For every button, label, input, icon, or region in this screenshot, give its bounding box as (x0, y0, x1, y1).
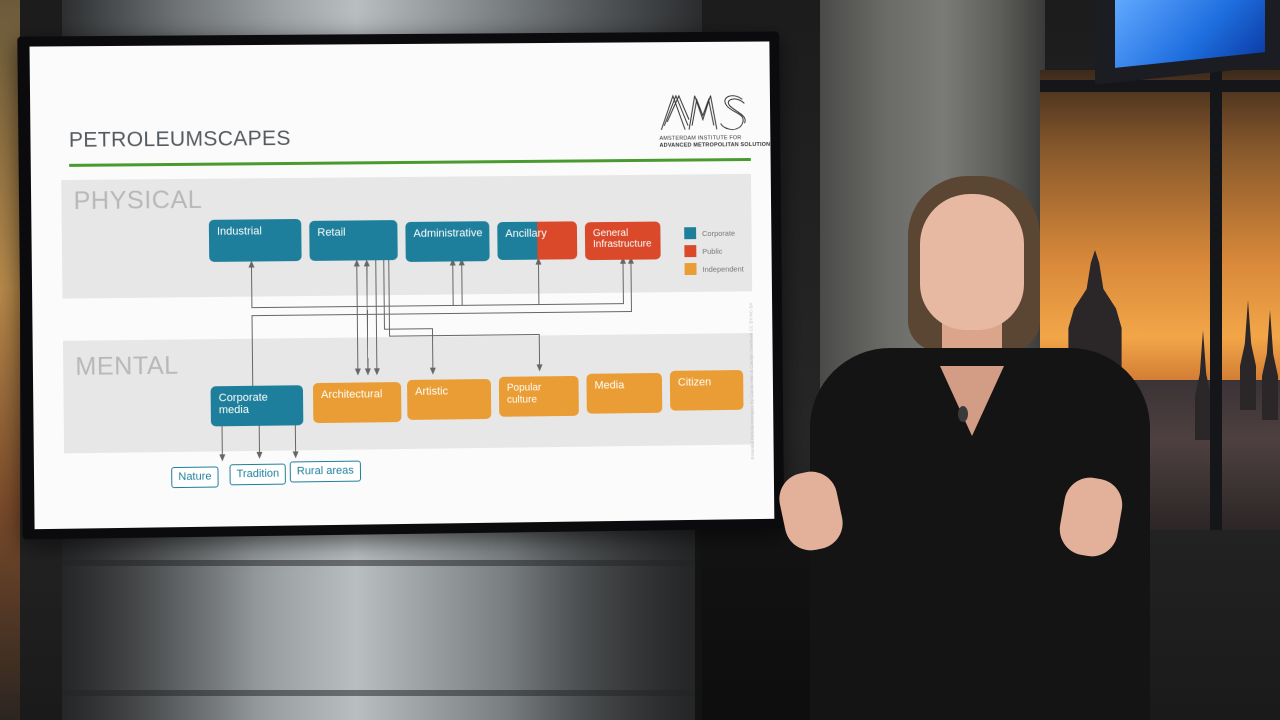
physical-box-industrial: Industrial (208, 218, 302, 262)
sub-box-nature: Nature (171, 466, 219, 489)
pendant-necklace (958, 406, 968, 422)
mental-box-artistic: Artistic (407, 378, 492, 420)
slide: PETROLEUMSCAPES AMSTERDAM INSTITUTE FOR … (29, 41, 775, 530)
physical-box-general-infrastructure: General Infrastructure (584, 221, 661, 261)
monitor: PETROLEUMSCAPES AMSTERDAM INSTITUTE FOR … (17, 31, 785, 540)
mental-box-corporate-media: Corporate media (210, 385, 304, 427)
physical-box-administrative: Administrative (405, 221, 490, 262)
legend-label-public: Public (702, 246, 723, 256)
mental-box-media: Media (586, 372, 663, 414)
legend-label-independent: Independent (702, 264, 744, 274)
legend-label-corporate: Corporate (702, 228, 736, 239)
legend-swatch-independent (684, 263, 697, 276)
presenter (770, 170, 1190, 720)
sub-box-tradition: Tradition (229, 463, 287, 486)
sub-box-rural-areas: Rural areas (289, 460, 361, 483)
left-edge (0, 0, 20, 720)
mental-box-citizen: Citizen (669, 369, 744, 411)
presenter-face (920, 194, 1024, 330)
connector-lines (219, 41, 775, 529)
physical-box-retail: Retail (309, 220, 398, 261)
legend-swatch-corporate (684, 227, 697, 240)
legend-swatch-public (684, 245, 697, 258)
mental-box-popular-culture: Popular culture (498, 375, 579, 417)
physical-box-ancillary: Ancillary (497, 221, 578, 261)
mental-box-architectural: Architectural (312, 382, 402, 424)
